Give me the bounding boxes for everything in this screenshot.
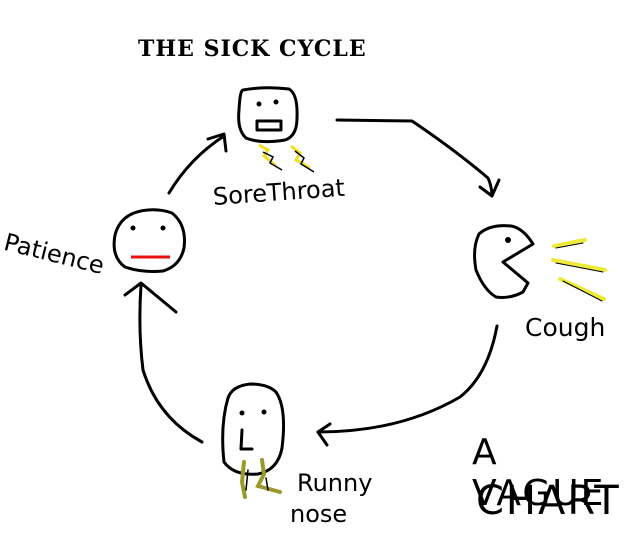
patience-eye-right [160, 225, 166, 231]
runny-nose-head-outline [221, 382, 285, 476]
sore-throat-face [237, 86, 299, 144]
patience-face-outline [112, 208, 186, 273]
cough-face-outline [473, 224, 535, 299]
cough-puffs [551, 238, 607, 302]
caption-line2: CHART [476, 478, 621, 524]
diagram-title: THE SICK CYCLE [138, 36, 367, 62]
patience-eye-left [130, 225, 136, 231]
runny-nose-label-line1: Runny [297, 469, 373, 497]
cough-label: Cough [525, 313, 606, 342]
sore-throat-head-outline [237, 86, 299, 144]
arrow-runny-to-patience [123, 281, 204, 444]
cough-eye [505, 237, 511, 243]
caption-line1: A VAGUE [472, 432, 606, 514]
runny-nose-face [221, 382, 285, 476]
runny-nose-eye-left [239, 410, 245, 416]
runny-nose-eye-right [261, 409, 267, 415]
arrow-sore-to-cough [335, 118, 501, 198]
sore-throat-eye-right [273, 99, 279, 105]
arrow-cough-to-runny [316, 324, 499, 447]
sore-throat-lightning [258, 143, 315, 173]
arrow-patience-to-sore [167, 132, 228, 195]
sore-throat-mouth [255, 119, 283, 132]
runny-nose-nose [239, 428, 254, 451]
runny-nose-drips [239, 458, 282, 499]
sore-throat-eye-left [256, 101, 262, 107]
runny-nose-label-line2: nose [290, 500, 348, 528]
